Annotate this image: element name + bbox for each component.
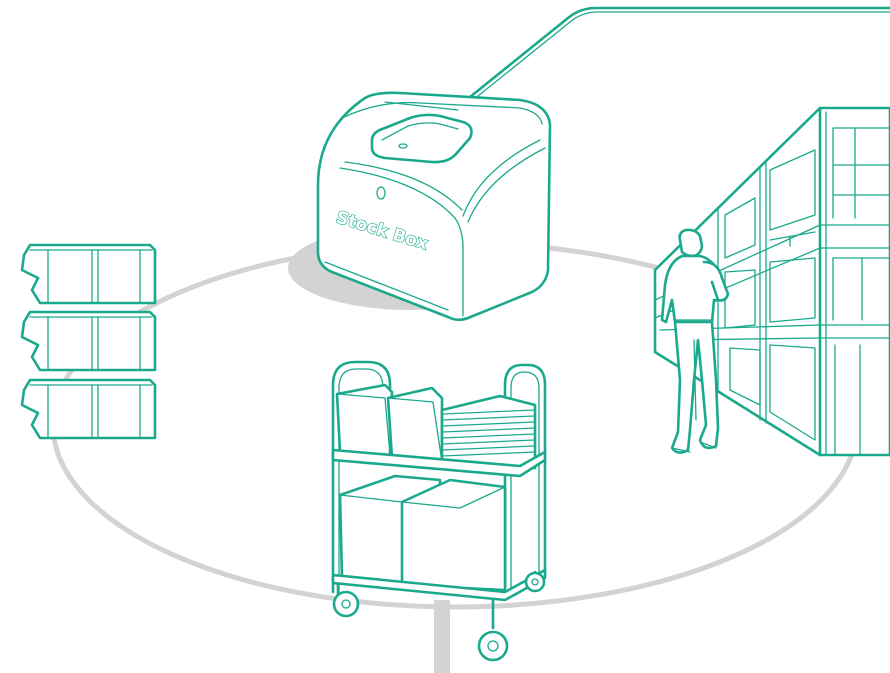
- bin-middle: [22, 312, 155, 370]
- stacking-bins-icon: [22, 245, 155, 438]
- cart-wheel: [526, 572, 544, 591]
- bin-top: [22, 245, 155, 303]
- cart-wheel: [334, 585, 358, 616]
- bin-bottom: [22, 380, 155, 438]
